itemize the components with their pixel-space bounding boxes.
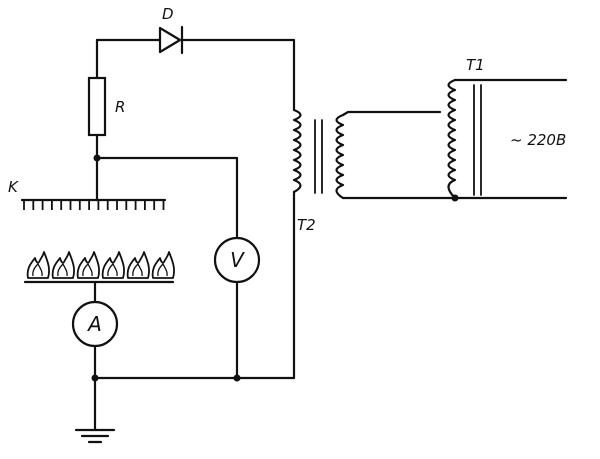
wire-to-voltmeter <box>95 156 239 240</box>
t1-label: T1 <box>466 56 485 74</box>
flame <box>151 251 175 279</box>
flame <box>26 251 50 279</box>
t2-coil-left <box>292 108 302 194</box>
flame <box>126 251 150 279</box>
junction-resistor <box>93 154 101 162</box>
cathode-label: K <box>8 178 19 196</box>
transformer-t1 <box>447 78 482 200</box>
t1-coil <box>447 78 457 200</box>
flame <box>101 251 125 279</box>
ammeter-circle <box>71 300 119 348</box>
resistor-symbol <box>87 76 107 137</box>
resistor-label: R <box>115 98 125 116</box>
ammeter-label: A <box>86 312 102 336</box>
diode-symbol <box>158 25 184 55</box>
flame <box>76 251 100 279</box>
transformer-t2 <box>292 108 345 200</box>
wire-link-top <box>341 110 442 117</box>
cathode-comb <box>20 198 167 210</box>
junction-ground <box>91 374 99 382</box>
flames <box>26 251 175 279</box>
voltmeter-label: V <box>230 248 245 272</box>
t2-coil-right <box>335 113 345 200</box>
wire-top-right <box>180 38 296 112</box>
diode-label: D <box>162 5 174 23</box>
junction-voltmeter <box>233 374 241 382</box>
flame <box>51 251 75 279</box>
ground-symbol <box>74 428 116 444</box>
voltmeter-circle <box>213 236 261 284</box>
t2-label: T2 <box>297 216 316 234</box>
supply-label: ~ 220B <box>510 131 566 149</box>
wiring <box>93 38 296 432</box>
